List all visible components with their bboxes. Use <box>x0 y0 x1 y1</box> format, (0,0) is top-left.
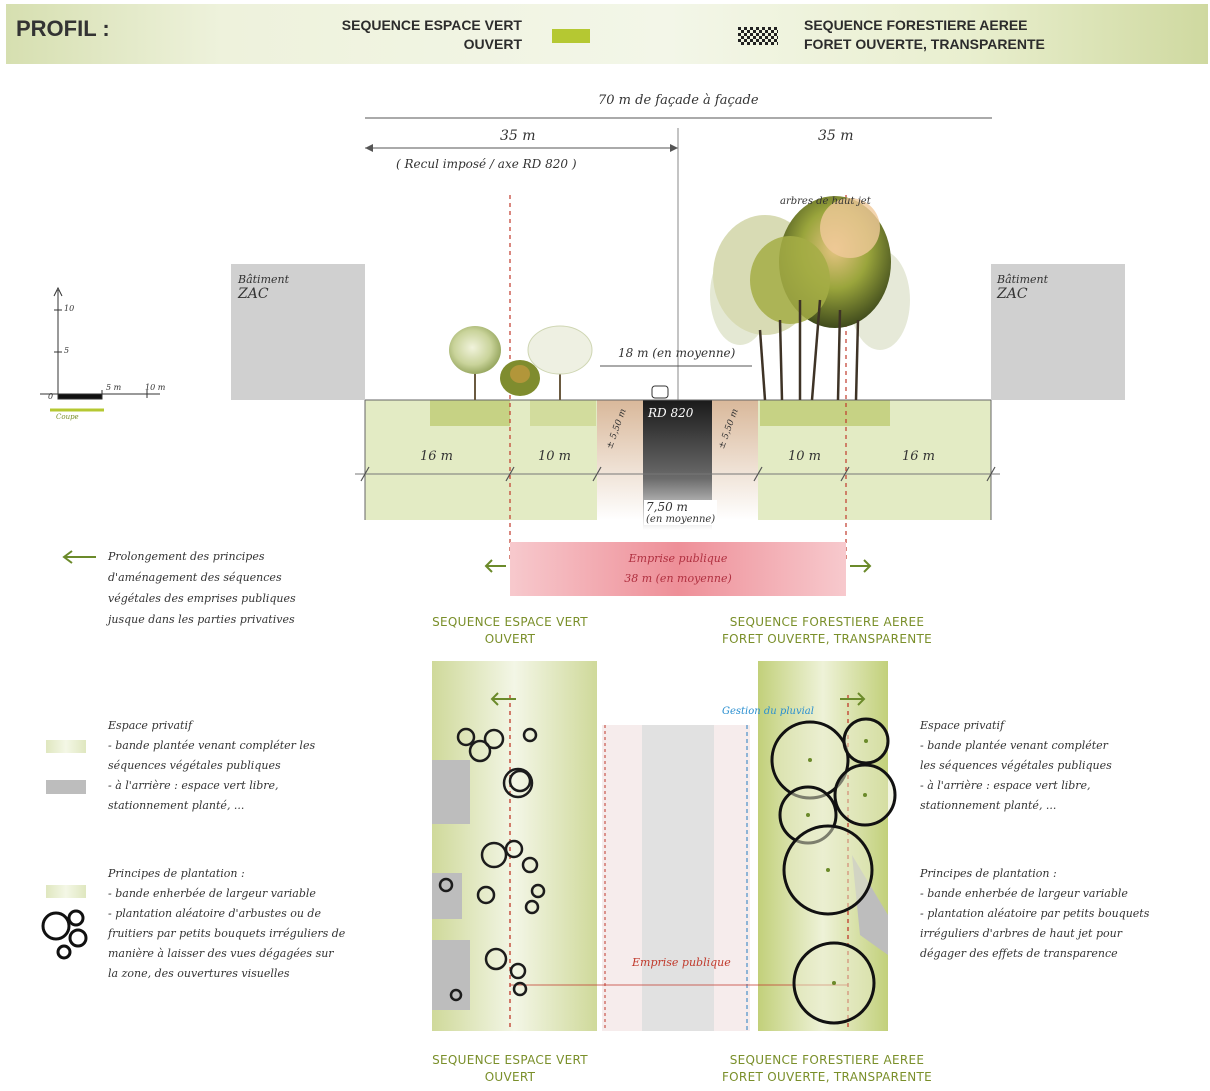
page-title: PROFIL : <box>16 16 110 41</box>
band-16m-right: 16 m <box>902 449 936 464</box>
band-10m-right: 10 m <box>788 449 822 464</box>
trees-left <box>449 325 593 400</box>
scale-label-10: 10 <box>64 304 75 313</box>
left-note-arrow <box>62 550 96 564</box>
legend-shrub-icon <box>41 909 88 960</box>
overall-dimension-label: 70 m de façade à façade <box>598 93 759 108</box>
caption-left-top: SEQUENCE ESPACE VERT OUVERT <box>432 615 588 646</box>
road-label: RD 820 <box>648 406 694 420</box>
tree-note: arbres de haut jet <box>780 196 871 207</box>
building-left-label: Bâtiment ZAC <box>238 273 290 302</box>
plan-emprise-label: Emprise publique <box>632 956 731 969</box>
scale-label-5: 5 <box>64 346 70 355</box>
caption-right-top: SEQUENCE FORESTIERE AEREE FORET OUVERTE,… <box>721 615 932 646</box>
emprise-publique-band <box>510 542 846 596</box>
plan-gutter-label: Gestion du pluvial <box>722 706 814 717</box>
legend-left-plantation: Principes de plantation : - bande enherb… <box>108 867 346 980</box>
verge-left <box>597 400 643 520</box>
scale-label-0: 0 <box>48 392 54 401</box>
caption-left-bottom: SEQUENCE ESPACE VERT OUVERT <box>432 1053 588 1084</box>
emprise-label: Emprise publique 38 m (en moyenne) <box>624 552 732 585</box>
legend-left-green-swatch <box>46 740 86 753</box>
legend-left-grass-swatch <box>46 885 86 898</box>
plan-shrubs-left <box>438 727 546 1002</box>
scale-label-10m: 10 m <box>145 383 166 392</box>
scale-caption: Coupe <box>56 413 79 421</box>
plan-parking-3 <box>432 940 470 1010</box>
road-width-label: 18 m (en moyenne) <box>618 346 736 360</box>
legend-forest: SEQUENCE FORESTIERE AEREE FORET OUVERTE,… <box>804 17 1045 52</box>
band-10m-left: 10 m <box>538 449 572 464</box>
plan-road <box>642 725 714 1031</box>
building-right-label: Bâtiment ZAC <box>997 273 1049 302</box>
caption-right-bottom: SEQUENCE FORESTIERE AEREE FORET OUVERTE,… <box>721 1053 932 1084</box>
building-left <box>231 264 365 400</box>
legend-left-grey-swatch <box>46 780 86 794</box>
building-right <box>991 264 1125 400</box>
left-note: Prolongement des principes d'aménagement… <box>108 550 296 626</box>
plan-parking-1 <box>432 760 470 824</box>
legend-left-prive: Espace privatif - bande plantée venant c… <box>108 719 316 812</box>
verge-right <box>712 400 758 520</box>
cross-section <box>40 117 1125 596</box>
scale-bar <box>40 286 160 400</box>
band-16m-left: 16 m <box>420 449 454 464</box>
setback-note: ( Recul imposé / axe RD 820 ) <box>396 157 577 171</box>
left-dimension-label: 35 m <box>500 128 536 144</box>
scale-label-5m: 5 m <box>106 383 122 392</box>
carriageway-width: 7,50 m (en moyenne) <box>644 500 718 525</box>
header-banner <box>6 4 1208 64</box>
plan-tree-centers <box>806 739 868 985</box>
car-icon <box>651 385 669 399</box>
legend-checker-swatch <box>738 27 778 45</box>
emprise-arrows <box>484 559 872 573</box>
legend-right-prive: Espace privatif - bande plantée venant c… <box>920 719 1112 812</box>
trees-right <box>710 196 910 401</box>
legend-right-plantation: Principes de plantation : - bande enherb… <box>920 867 1150 960</box>
right-dimension-label: 35 m <box>818 128 854 144</box>
plan-view <box>432 661 897 1031</box>
plan-parking-2 <box>432 873 462 919</box>
legend-green-swatch <box>552 29 590 43</box>
legend-open-green: SEQUENCE ESPACE VERT OUVERT <box>341 17 522 52</box>
